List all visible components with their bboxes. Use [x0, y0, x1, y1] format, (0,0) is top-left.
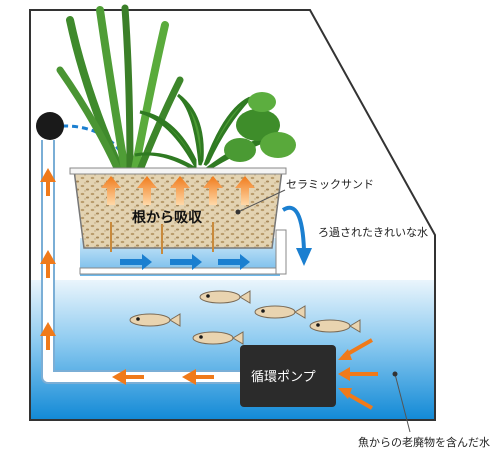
pump-icon — [240, 345, 336, 407]
label-root-absorption: 根から吸収 — [132, 209, 203, 226]
root-absorption-arrows — [101, 176, 255, 205]
filtered-water-arrow — [281, 205, 306, 251]
pipe-flow-arrows — [40, 168, 214, 385]
fish-icon — [129, 290, 361, 345]
filtered-water-arrowhead — [296, 248, 312, 266]
root-strands — [110, 222, 214, 254]
label-circulation-pump: 循環ポンプ — [251, 370, 316, 385]
leader-dot-sand — [235, 209, 241, 215]
label-ceramic-sand: セラミックサンド — [286, 178, 374, 191]
overflow-pipe — [275, 229, 287, 275]
water-flow-arrow — [120, 254, 250, 270]
grow-bed — [69, 167, 287, 276]
pump-intake-arrowheads — [338, 349, 352, 399]
plant-icon — [56, 4, 296, 174]
pipe-outlet — [36, 112, 64, 140]
leader-dot-waste — [392, 371, 398, 377]
circulation-pipe — [41, 140, 240, 384]
leader-lines — [237, 189, 411, 433]
label-waste-water: 魚からの老廃物を含んだ水 — [358, 435, 490, 449]
label-filtered-water: ろ過されたきれいな水 — [318, 226, 428, 239]
